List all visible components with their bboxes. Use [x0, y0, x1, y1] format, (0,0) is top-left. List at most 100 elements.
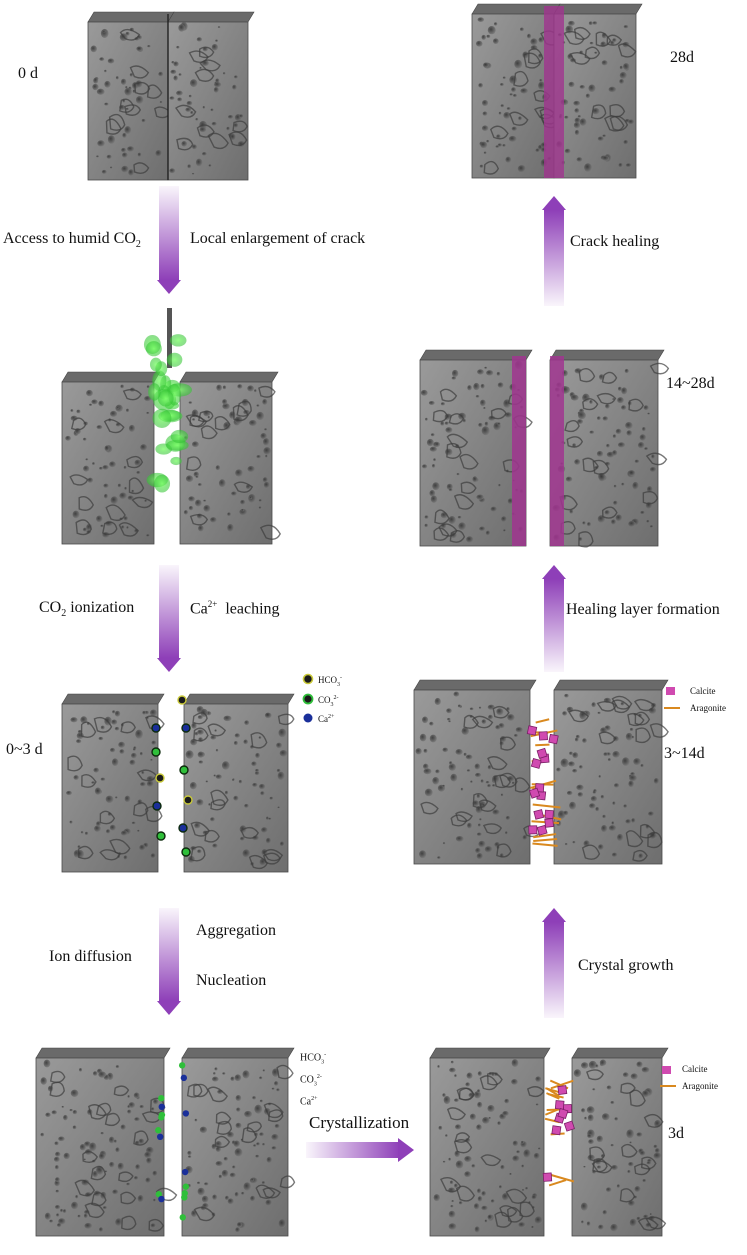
- ion-particle: [184, 796, 192, 804]
- surface-pore: [198, 1188, 205, 1196]
- surface-pore: [647, 1161, 652, 1164]
- surface-pore: [497, 372, 501, 376]
- step-crystallization: Crystallization: [309, 1114, 409, 1131]
- surface-pore: [49, 1220, 53, 1223]
- surface-pore: [260, 791, 264, 795]
- surface-pore: [158, 72, 163, 77]
- surface-pore: [594, 52, 597, 54]
- surface-pore: [512, 127, 517, 131]
- surface-pore: [614, 1117, 618, 1120]
- surface-pore: [197, 1182, 200, 1185]
- surface-pore: [122, 133, 126, 138]
- surface-pore: [531, 1226, 534, 1229]
- surface-pore: [121, 79, 126, 85]
- surface-pore: [523, 1149, 530, 1157]
- surface-pore: [70, 1109, 73, 1111]
- ion-particle: [157, 832, 165, 840]
- surface-pore: [419, 850, 426, 858]
- surface-pore: [276, 743, 282, 749]
- surface-pore: [477, 794, 480, 798]
- surface-pore: [199, 67, 201, 69]
- surface-pore: [244, 1182, 251, 1190]
- list-co3: CO32-: [300, 1074, 322, 1087]
- block-top-face: [572, 1048, 668, 1058]
- surface-pore: [422, 464, 427, 468]
- surface-pore: [252, 1096, 256, 1099]
- surface-pore: [589, 400, 592, 404]
- surface-pore: [101, 29, 109, 38]
- surface-pore: [427, 439, 434, 446]
- surface-pore: [654, 1145, 658, 1149]
- surface-pore: [650, 525, 654, 528]
- surface-pore: [81, 831, 84, 833]
- surface-pore: [575, 130, 579, 135]
- block-top-face: [430, 1048, 550, 1058]
- block-top-face: [88, 12, 174, 22]
- surface-pore: [449, 1068, 455, 1073]
- surface-pore: [420, 734, 427, 742]
- surface-pore: [574, 1069, 581, 1077]
- surface-pore: [625, 422, 632, 429]
- surface-pore: [199, 761, 203, 764]
- surface-pore: [644, 405, 649, 410]
- step-crack-healing: Crack healing: [570, 234, 659, 250]
- surface-pore: [142, 711, 146, 715]
- surface-pore: [187, 101, 193, 106]
- arrow-shaft: [159, 565, 179, 658]
- surface-pore: [429, 401, 435, 405]
- surface-pore: [640, 434, 646, 440]
- surface-pore: [502, 144, 505, 147]
- surface-pore: [136, 471, 140, 474]
- surface-pore: [251, 761, 256, 766]
- surface-pore: [259, 506, 262, 509]
- calcite-crystal: [549, 734, 558, 743]
- surface-pore: [454, 1099, 459, 1102]
- surface-pore: [77, 410, 81, 414]
- surface-pore: [630, 1219, 637, 1227]
- surface-pore: [229, 411, 235, 418]
- surface-pore: [252, 783, 257, 787]
- arrow-head: [398, 1138, 414, 1162]
- surface-pore: [57, 1223, 61, 1227]
- surface-pore: [629, 1141, 631, 1143]
- co2-gas-bubble: [154, 475, 170, 493]
- surface-pore: [424, 768, 432, 774]
- surface-pore: [118, 1163, 124, 1170]
- surface-pore: [233, 796, 238, 801]
- surface-pore: [108, 135, 115, 144]
- ion-particle: [182, 848, 190, 856]
- surface-pore: [231, 1077, 235, 1081]
- surface-pore: [621, 387, 627, 394]
- surface-pore: [276, 1088, 280, 1091]
- surface-pore: [628, 119, 634, 124]
- surface-pore: [115, 711, 120, 717]
- block-front-face: [88, 22, 168, 180]
- surface-pore: [169, 168, 175, 173]
- surface-pore: [153, 1171, 158, 1176]
- surface-pore: [132, 822, 136, 825]
- block-0d-right: [168, 12, 254, 180]
- surface-pore: [591, 796, 597, 801]
- surface-pore: [203, 505, 210, 512]
- surface-pore: [521, 1141, 524, 1144]
- surface-pore: [501, 104, 505, 107]
- surface-pore: [500, 83, 504, 86]
- surface-pore: [565, 843, 568, 845]
- surface-pore: [477, 1089, 480, 1093]
- surface-pore: [150, 759, 153, 761]
- surface-pore: [222, 1072, 225, 1074]
- surface-pore: [198, 483, 202, 486]
- surface-pore: [126, 409, 129, 412]
- surface-pore: [602, 134, 606, 137]
- surface-pore: [475, 773, 481, 777]
- surface-pore: [514, 60, 522, 69]
- surface-pore: [602, 815, 606, 819]
- surface-pore: [140, 444, 147, 450]
- surface-pore: [255, 769, 259, 772]
- surface-pore: [620, 66, 623, 70]
- surface-pore: [187, 1151, 191, 1155]
- arrow-head: [157, 658, 181, 672]
- surface-pore: [97, 425, 103, 429]
- surface-pore: [629, 775, 637, 781]
- block-diff-left: [36, 1048, 176, 1236]
